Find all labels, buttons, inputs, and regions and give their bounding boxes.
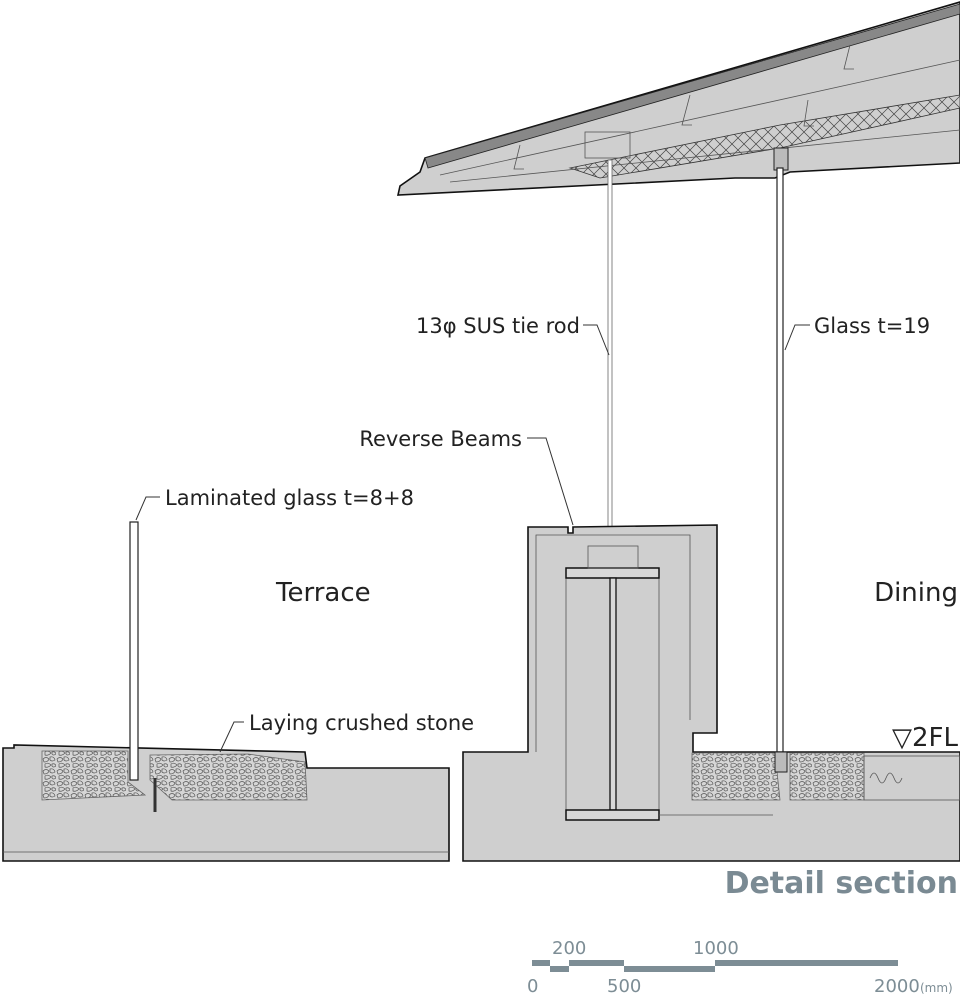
floor-slab-and-beam	[462, 524, 960, 862]
reverse-beams-label: Reverse Beams	[359, 427, 522, 451]
roof-finish-layer	[424, 3, 960, 169]
roof-purlins	[513, 44, 854, 170]
i-beam	[565, 545, 773, 821]
terrace-slab	[2, 521, 450, 862]
laminated-glass-label: Laminated glass t=8+8	[165, 486, 414, 510]
tie-rod-label: 13φ SUS tie rod	[416, 314, 580, 338]
crushed-stone-dining	[691, 752, 781, 801]
scale-tick-500: 500	[607, 976, 641, 997]
rod-anchor	[584, 131, 631, 159]
scale-tick-0: 0	[527, 976, 538, 997]
scale-tick-2000: 2000	[874, 976, 920, 997]
glass-head-fixing	[773, 147, 789, 171]
leader-lines	[135, 324, 810, 753]
room-label-terrace: Terrace	[275, 578, 371, 608]
glass-label: Glass t=19	[814, 314, 930, 338]
scale-tick-200: 200	[552, 938, 586, 959]
crushed-stone-left	[41, 750, 147, 801]
drawing-title: Detail section	[725, 866, 958, 901]
floor-level-label: ▽2FL	[892, 723, 958, 753]
glass-sill-fixing	[774, 751, 788, 773]
scale-bar: 200 1000 0 500 2000 (mm)	[527, 938, 953, 997]
roof-section	[396, 1, 960, 196]
crushed-stone-right	[149, 753, 308, 801]
glass-wall	[776, 167, 784, 754]
crushed-stone-label: Laying crushed stone	[249, 711, 474, 735]
scale-tick-1000: 1000	[693, 938, 739, 959]
roof-insulation	[568, 94, 960, 179]
laminated-glass-railing	[129, 521, 139, 781]
scale-unit: (mm)	[920, 981, 953, 995]
room-label-dining: Dining	[874, 578, 958, 608]
